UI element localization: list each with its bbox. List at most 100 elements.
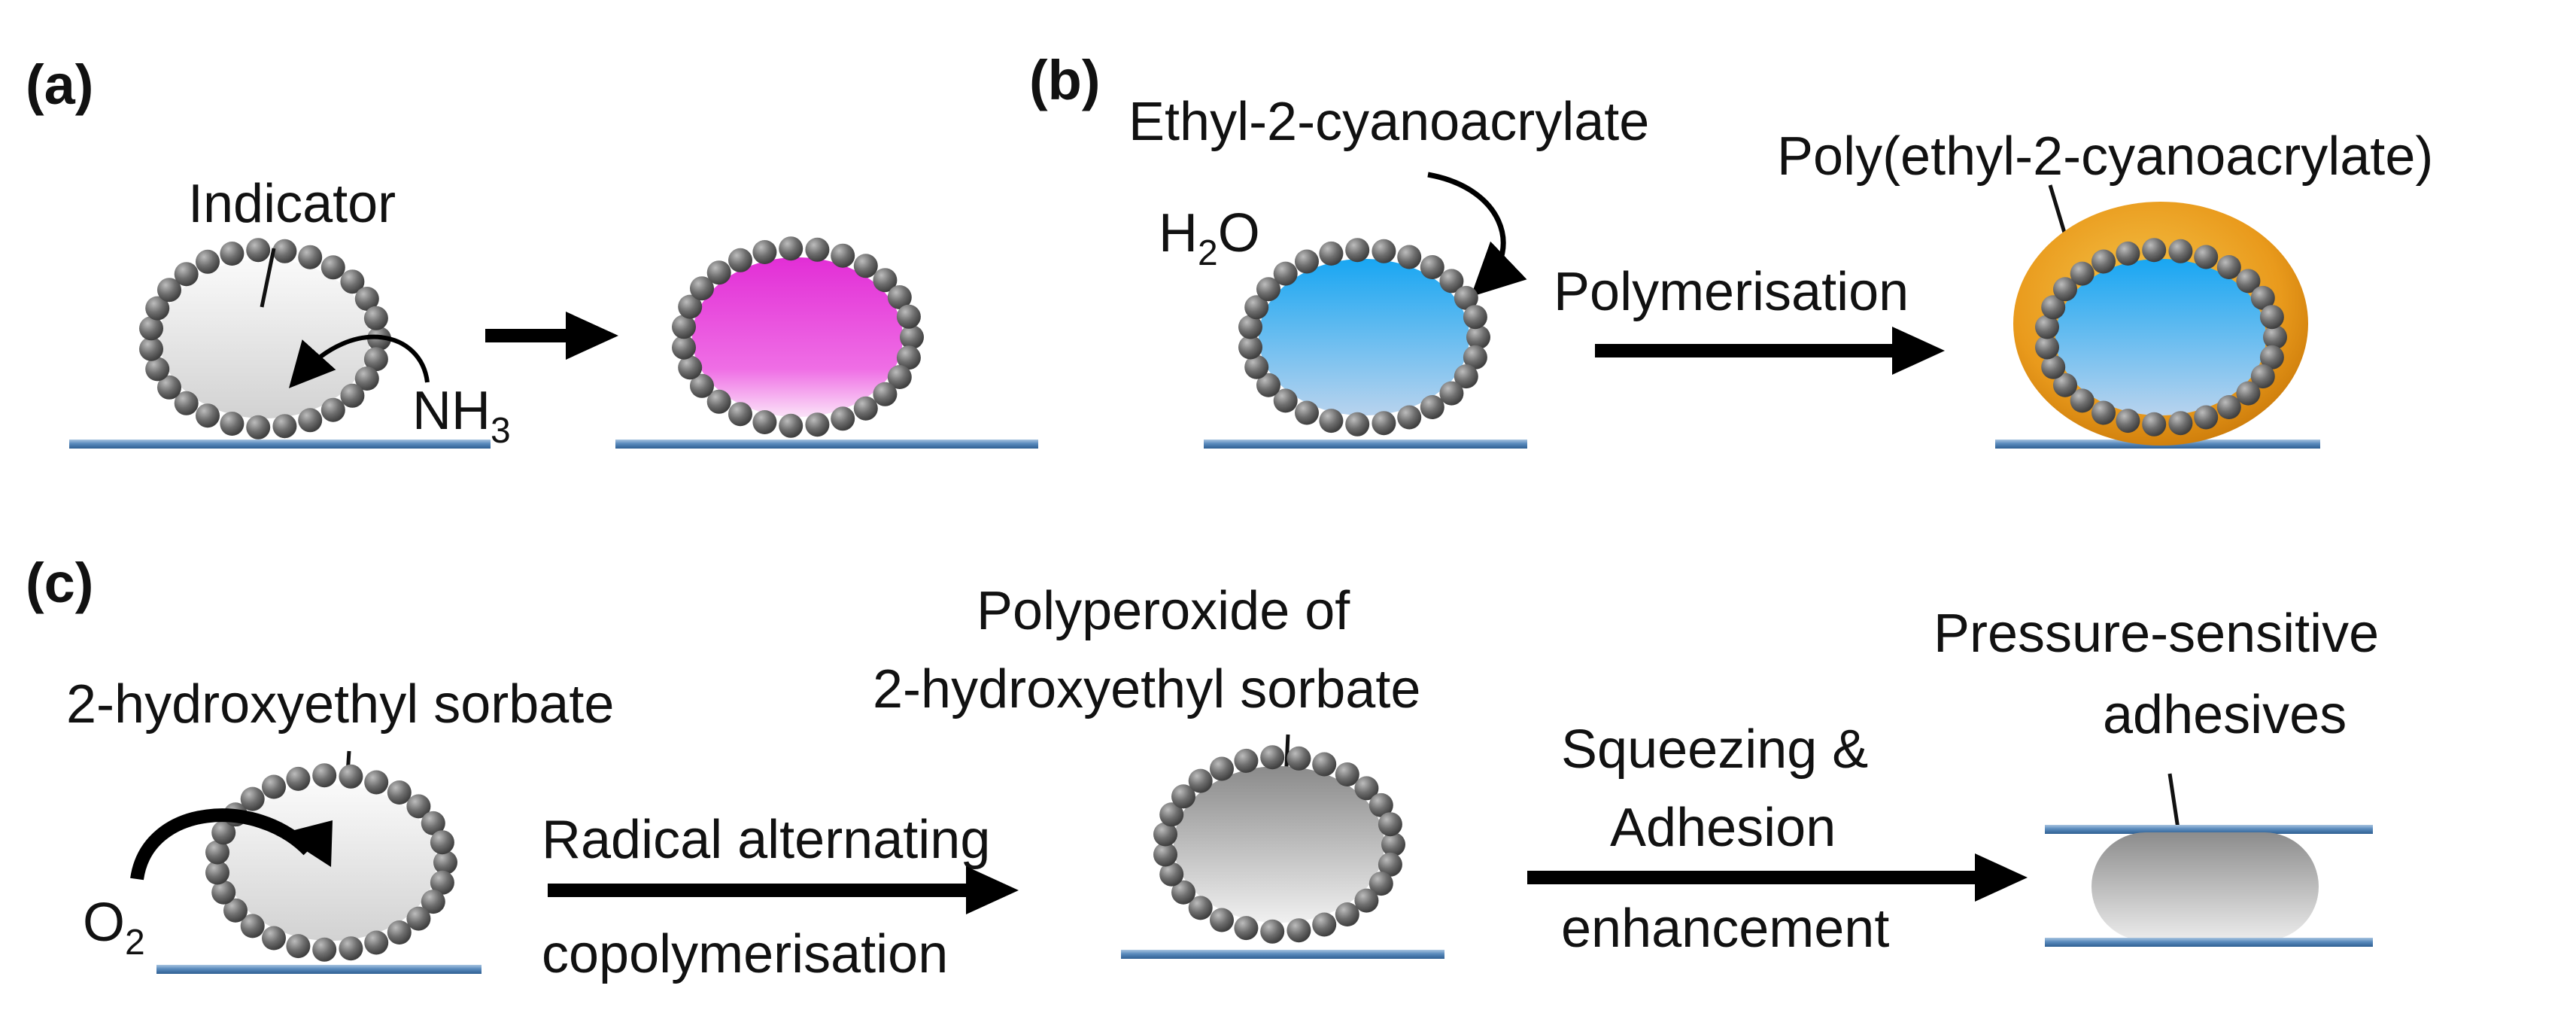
surfactant-bead [1286,918,1311,943]
panel-c-letter: (c) [26,552,93,614]
surfactant-bead [363,347,388,372]
surfactant-bead [354,367,379,391]
substrate-a1 [69,440,491,449]
surfactant-bead [1420,255,1444,279]
surfactant-bead [1378,812,1402,837]
surfactant-bead [690,276,714,301]
surfactant-bead [312,937,337,962]
surfactant-bead [678,355,703,380]
droplet-b1-beads [1238,238,1490,437]
surfactant-bead [272,239,297,263]
surfactant-bead [430,870,454,895]
substrate-c2 [1121,950,1444,959]
surfactant-bead [2053,277,2077,302]
surfactant-bead [2259,305,2284,330]
surfactant-bead [387,920,412,945]
droplet-c2-beads [1153,745,1405,944]
droplet-c2-fill [1174,766,1384,923]
surfactant-bead [2250,285,2275,310]
surfactant-bead [2091,249,2116,274]
polymerisation-label: Polymerisation [1554,262,1909,322]
step-c-line2: Adhesion [1610,798,1836,858]
surfactant-bead [853,254,878,278]
surfactant-bead [157,278,181,303]
surfactant-bead [1238,315,1262,339]
ammonia-curved-arrow [288,334,430,388]
water-label: H2O [1159,203,1260,273]
surfactant-bead [205,840,229,865]
substrate-a2 [615,440,1038,449]
surfactant-bead [2041,354,2066,379]
surfactant-bead [139,316,163,341]
droplet-a2 [672,236,924,438]
surfactant-bead [2216,255,2241,279]
surfactant-bead [2250,364,2275,389]
intermediate-line2: 2-hydroxyethyl sorbate [873,659,1420,719]
surfactant-bead [1420,395,1444,419]
surfactant-bead [1319,409,1344,433]
surfactant-bead [223,898,248,923]
top-plate-c3 [2045,825,2373,834]
surfactant-bead [690,373,714,398]
reaction-arrow-c1 [548,866,1019,914]
oxygen-label: O2 [83,893,145,963]
surfactant-bead [1354,888,1379,913]
surfactant-bead [1234,916,1259,941]
surfactant-bead [1454,364,1478,389]
surfactant-bead [139,336,163,361]
product-c-line2: adhesives [2103,685,2347,745]
surfactant-bead [1439,381,1464,406]
droplet-c1-beads [205,763,457,962]
surfactant-bead [1159,862,1184,887]
surfactant-bead [339,764,363,789]
surfactant-bead [2091,400,2116,425]
surfactant-bead [672,335,696,360]
surfactant-bead [2168,239,2193,263]
surfactant-bead [1273,261,1298,286]
surfactant-bead [2035,315,2059,339]
surfactant-bead [2142,238,2167,263]
surfactant-bead [320,397,345,422]
surfactant-bead [262,926,286,951]
oxygen-curved-arrow [130,808,314,881]
sorbate-label: 2-hydroxyethyl sorbate [66,674,614,735]
droplet-a1-beads [139,238,391,440]
coated-droplet-b2 [2013,202,2308,446]
surfactant-bead [779,413,803,438]
surfactant-bead [873,382,898,406]
surfactant-bead [421,890,445,914]
surfactant-bead [1372,411,1396,436]
surfactant-bead [2142,412,2167,437]
surfactant-bead [1466,325,1490,349]
surfactant-bead [2041,295,2066,320]
surfactant-bead [1378,852,1402,877]
surfactant-bead [406,794,431,819]
surfactant-bead [1273,388,1298,413]
surfactant-bead [887,365,912,389]
surfactant-bead [1295,400,1319,425]
surfactant-bead [1234,748,1259,773]
surfactant-bead [246,415,271,440]
surfactant-bead [752,410,777,434]
step-c-line1: Squeezing & [1561,719,1868,780]
reaction-arrow-b [1595,327,1945,375]
surfactant-bead [430,830,454,855]
surfactant-bead [1454,285,1478,310]
surfactant-bead [706,260,731,285]
surfactant-bead [211,880,236,905]
surfactant-bead [887,285,912,309]
surfactant-bead [2168,411,2193,436]
surfactant-bead [340,383,365,408]
surfactant-bead [433,850,457,875]
surfactant-bead [728,248,752,272]
surfactant-bead [1256,277,1280,302]
surfactant-bead [272,414,297,439]
surfactant-bead [339,936,363,961]
surfactant-bead [779,236,803,261]
surfactant-bead [196,249,220,274]
surfactant-bead [196,403,220,428]
surfactant-bead [1153,822,1177,847]
surfactant-bead [1463,305,1487,330]
panel-b-letter: (b) [1029,49,1101,111]
surfactant-bead [805,412,830,437]
